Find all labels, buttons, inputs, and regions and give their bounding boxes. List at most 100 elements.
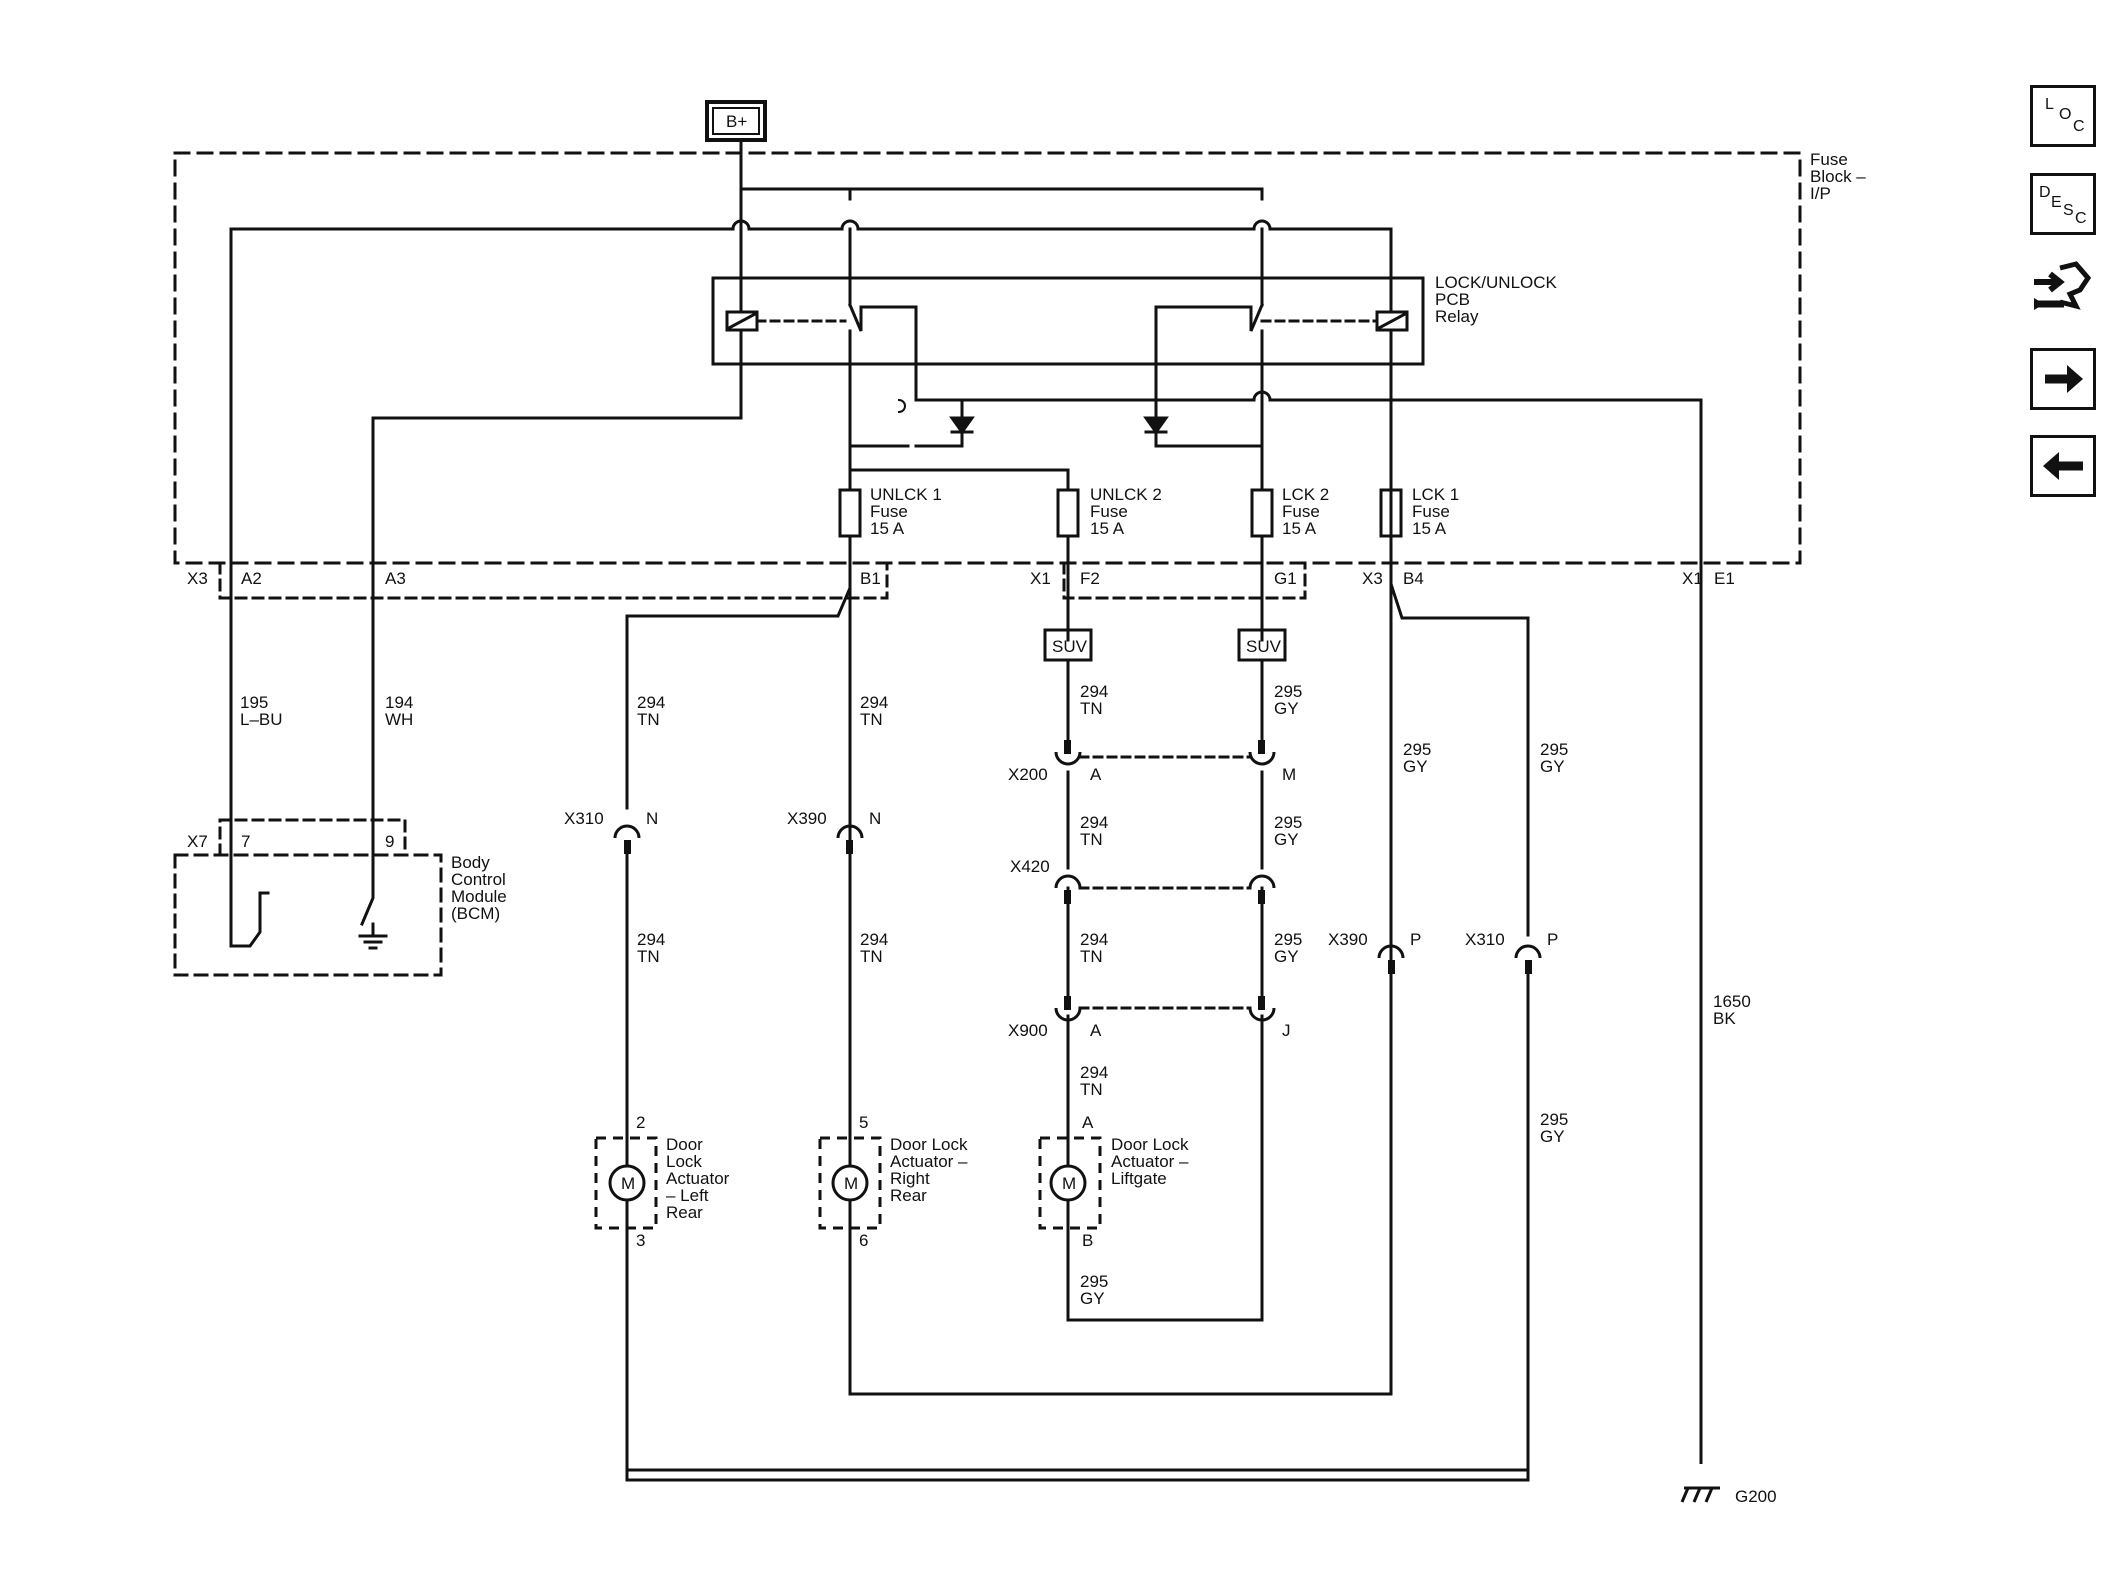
inline-x390-n: X390 xyxy=(787,809,827,828)
wire-tn-color-3: TN xyxy=(1080,699,1103,718)
wire-tn-color-7: TN xyxy=(1080,947,1103,966)
bcm-boundary xyxy=(173,853,443,977)
wire-gy-num-7: 295 xyxy=(1080,1272,1108,1291)
actuator-lr-label-5: Rear xyxy=(666,1203,703,1222)
wire-194-color: WH xyxy=(385,710,413,729)
wire-tn-color-4: TN xyxy=(1080,830,1103,849)
fuse-unlck2-2: Fuse xyxy=(1090,502,1128,521)
actuator-lg-label-1: Door Lock xyxy=(1111,1135,1189,1154)
fuse-block-title-3: I/P xyxy=(1810,184,1831,203)
loc-letter-c: C xyxy=(2073,118,2085,135)
actuator-lr-label-4: – Left xyxy=(666,1186,709,1205)
location-button[interactable]: L O C xyxy=(2030,85,2096,147)
wire-gy-color-7: GY xyxy=(1080,1289,1105,1308)
actuator-lg-label-2: Actuator – xyxy=(1111,1152,1189,1171)
wire-195-num: 195 xyxy=(240,693,268,712)
inline-p2: P xyxy=(1547,930,1558,949)
wire-tn-color-2: TN xyxy=(860,710,883,729)
inline-n2: N xyxy=(869,809,881,828)
conn-x3-right: X3 xyxy=(1362,569,1383,588)
wire-gy-num-3: 295 xyxy=(1540,740,1568,759)
fuse-block-title-1: Fuse xyxy=(1810,150,1848,169)
conn-x3-left: X3 xyxy=(187,569,208,588)
fuse-lck2-2: Fuse xyxy=(1282,502,1320,521)
suv-tag-1: SUV xyxy=(1052,637,1088,656)
conn-x1-mid: X1 xyxy=(1030,569,1051,588)
fuse-unlck2-1: UNLCK 2 xyxy=(1090,485,1162,504)
relay-box xyxy=(711,276,1425,366)
wire-194-num: 194 xyxy=(385,693,413,712)
bcm-label-2: Control xyxy=(451,870,506,889)
bplus-label: B+ xyxy=(726,112,747,131)
conn-e1: E1 xyxy=(1714,569,1735,588)
loc-letter-l: L xyxy=(2045,96,2054,113)
fuse-lck1-2: Fuse xyxy=(1412,502,1450,521)
actuator-rr-pin-bottom: 6 xyxy=(859,1231,868,1250)
wire-gy-color-6: GY xyxy=(1540,1127,1565,1146)
actuator-rr-symbol: M xyxy=(844,1174,858,1193)
arrow-left-icon xyxy=(2043,452,2083,480)
wire-tn-color-6: TN xyxy=(860,947,883,966)
description-button[interactable]: D E S C xyxy=(2030,173,2096,235)
wire-195-color: L–BU xyxy=(240,710,283,729)
actuator-rr-pin-top: 5 xyxy=(859,1113,868,1132)
bcm-label-3: Module xyxy=(451,887,507,906)
ground-label: G200 xyxy=(1735,1487,1777,1506)
conn-f2: F2 xyxy=(1080,569,1100,588)
connector-face-icon xyxy=(2034,261,2092,310)
inline-x900-a: A xyxy=(1090,1021,1102,1040)
actuator-lg-label-3: Liftgate xyxy=(1111,1169,1167,1188)
arrow-right-icon xyxy=(2045,365,2083,393)
inline-x390-p: X390 xyxy=(1328,930,1368,949)
back-button[interactable] xyxy=(2030,435,2096,497)
conn-x1-right: X1 xyxy=(1682,569,1703,588)
actuator-lr-label-2: Lock xyxy=(666,1152,702,1171)
fuse-unlck1-3: 15 A xyxy=(870,519,905,538)
wire-gy-color-5: GY xyxy=(1274,947,1299,966)
inline-x200-a: A xyxy=(1090,765,1102,784)
actuator-lr-label-3: Actuator xyxy=(666,1169,730,1188)
conn-pin7: 7 xyxy=(241,832,250,851)
inline-x310-n: X310 xyxy=(564,809,604,828)
actuator-lg-pin-bottom: B xyxy=(1082,1231,1093,1250)
wire-tn-color-1: TN xyxy=(637,710,660,729)
fuse-lck1-3: 15 A xyxy=(1412,519,1447,538)
suv-tag-2: SUV xyxy=(1246,637,1282,656)
wire-gy-num-1: 295 xyxy=(1274,682,1302,701)
actuator-rr-label-2: Actuator – xyxy=(890,1152,968,1171)
connector-face-button[interactable] xyxy=(2030,260,2096,322)
relay-title-2: PCB xyxy=(1435,290,1470,309)
next-button[interactable] xyxy=(2030,348,2096,410)
desc-letter-s: S xyxy=(2063,202,2074,219)
conn-a3: A3 xyxy=(385,569,406,588)
wire-tn-num-6: 294 xyxy=(860,930,888,949)
wire-1650-num: 1650 xyxy=(1713,992,1751,1011)
wire-tn-num-1: 294 xyxy=(637,693,665,712)
relay-title-3: Relay xyxy=(1435,307,1479,326)
inline-x200-m: M xyxy=(1282,765,1296,784)
loc-letter-o: O xyxy=(2059,106,2072,123)
actuator-rr-label-3: Right xyxy=(890,1169,930,1188)
battery-terminal-box xyxy=(705,100,767,142)
desc-letter-c: C xyxy=(2075,210,2087,227)
wire-tn-color-5: TN xyxy=(637,947,660,966)
inline-x310-p: X310 xyxy=(1465,930,1505,949)
wire-gy-color-3: GY xyxy=(1540,757,1565,776)
wire-gy-color-1: GY xyxy=(1274,699,1299,718)
conn-x7: X7 xyxy=(187,832,208,851)
actuator-lg-symbol: M xyxy=(1062,1174,1076,1193)
conn-g1: G1 xyxy=(1274,569,1297,588)
conn-b4: B4 xyxy=(1403,569,1424,588)
inline-x420: X420 xyxy=(1010,857,1050,876)
wire-tn-num-5: 294 xyxy=(637,930,665,949)
wire-tn-num-4: 294 xyxy=(1080,813,1108,832)
inline-x200: X200 xyxy=(1008,765,1048,784)
conn-a2: A2 xyxy=(241,569,262,588)
fuse-lck2-1: LCK 2 xyxy=(1282,485,1329,504)
wire-gy-color-2: GY xyxy=(1403,757,1428,776)
inline-n1: N xyxy=(646,809,658,828)
fuse-block-title-2: Block – xyxy=(1810,167,1866,186)
wire-gy-color-4: GY xyxy=(1274,830,1299,849)
